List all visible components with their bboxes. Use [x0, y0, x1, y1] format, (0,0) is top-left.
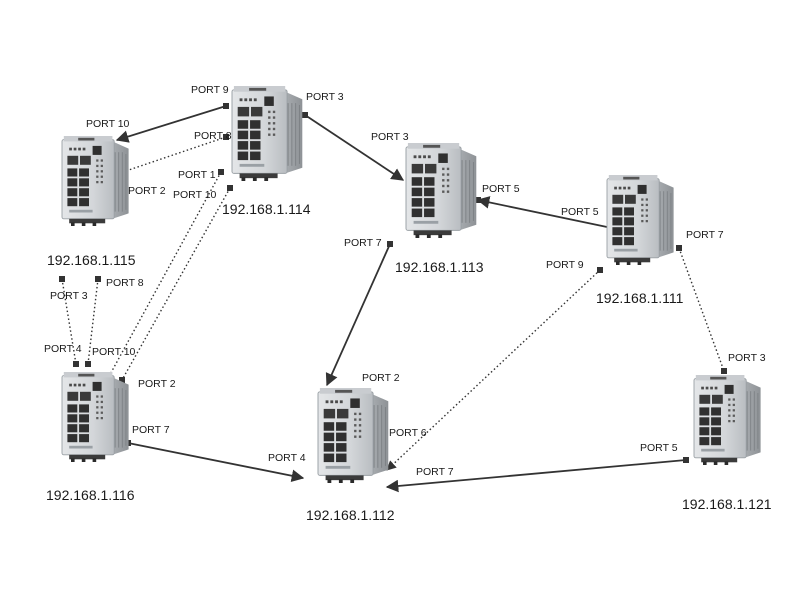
link-113-112: [325, 243, 391, 387]
port-label: PORT 2: [362, 372, 400, 384]
port-label: PORT 9: [546, 259, 584, 271]
switch-device-111: 192.168.1.111: [596, 174, 684, 306]
link-endpoints: [59, 103, 727, 463]
endpoint-marker: [721, 368, 727, 374]
endpoint-marker: [302, 112, 308, 118]
port-label: PORT 5: [482, 183, 520, 195]
endpoint-marker: [223, 103, 229, 109]
endpoint-marker: [223, 134, 229, 140]
port-label: PORT 9: [191, 84, 229, 96]
port-label: PORT 7: [344, 237, 382, 249]
switch-device-112: 192.168.1.112: [306, 387, 395, 523]
port-label: PORT 10: [173, 189, 217, 201]
link-114-116-port10-port10: [121, 187, 231, 381]
switch-ip-label: 192.168.1.111: [596, 290, 684, 306]
port-label: PORT 7: [686, 229, 724, 241]
port-label: PORT 5: [640, 442, 678, 454]
port-label: PORT 10: [86, 118, 130, 130]
link-113-111: [476, 196, 608, 228]
endpoint-marker: [475, 197, 481, 203]
link-114-113: [304, 114, 405, 181]
links: [61, 105, 725, 493]
port-label: PORT 4: [44, 343, 82, 355]
endpoint-marker: [597, 267, 603, 273]
port-label: PORT 5: [561, 206, 599, 218]
switch-device-116: 192.168.1.116: [46, 371, 135, 503]
endpoint-marker: [683, 457, 689, 463]
link-115-114-solid: [115, 105, 227, 143]
switch-device-113: 192.168.1.113: [395, 142, 484, 275]
port-label: PORT 2: [138, 378, 176, 390]
port-label: PORT 3: [728, 352, 766, 364]
switch-ip-label: 192.168.1.121: [682, 496, 772, 512]
port-labels: PORT 10 PORT 9 PORT 8 PORT 2 PORT 1 PORT…: [44, 84, 766, 478]
link-111-112: [386, 269, 601, 471]
port-label: PORT 3: [50, 290, 88, 302]
endpoint-marker: [73, 361, 79, 367]
switch-ip-label: 192.168.1.115: [47, 252, 136, 268]
switch-device-114: 192.168.1.114: [222, 85, 311, 217]
endpoint-marker: [59, 276, 65, 282]
port-label: PORT 4: [268, 452, 306, 464]
endpoint-marker: [95, 276, 101, 282]
link-116-112: [127, 442, 305, 482]
port-label: PORT 10: [92, 346, 136, 358]
port-label: PORT 7: [132, 424, 170, 436]
link-112-121: [385, 459, 687, 493]
switch-device-121: 192.168.1.121: [682, 374, 772, 512]
endpoint-marker: [227, 185, 233, 191]
endpoint-marker: [387, 241, 393, 247]
port-label: PORT 1: [178, 169, 216, 181]
port-label: PORT 3: [306, 91, 344, 103]
port-label: PORT 2: [128, 185, 166, 197]
port-label: PORT 3: [371, 131, 409, 143]
switch-ip-label: 192.168.1.112: [306, 507, 395, 523]
endpoint-marker: [85, 361, 91, 367]
port-label: PORT 7: [416, 466, 454, 478]
switch-ip-label: 192.168.1.114: [222, 201, 311, 217]
switch-device-115: 192.168.1.115: [47, 135, 136, 268]
switch-ip-label: 192.168.1.116: [46, 487, 135, 503]
link-111-121: [678, 247, 725, 372]
endpoint-marker: [218, 169, 224, 175]
switch-ip-label: 192.168.1.113: [395, 259, 484, 275]
port-label: PORT 6: [389, 427, 427, 439]
port-label: PORT 8: [194, 130, 232, 142]
endpoint-marker: [119, 377, 125, 383]
port-label: PORT 8: [106, 277, 144, 289]
endpoint-marker: [676, 245, 682, 251]
